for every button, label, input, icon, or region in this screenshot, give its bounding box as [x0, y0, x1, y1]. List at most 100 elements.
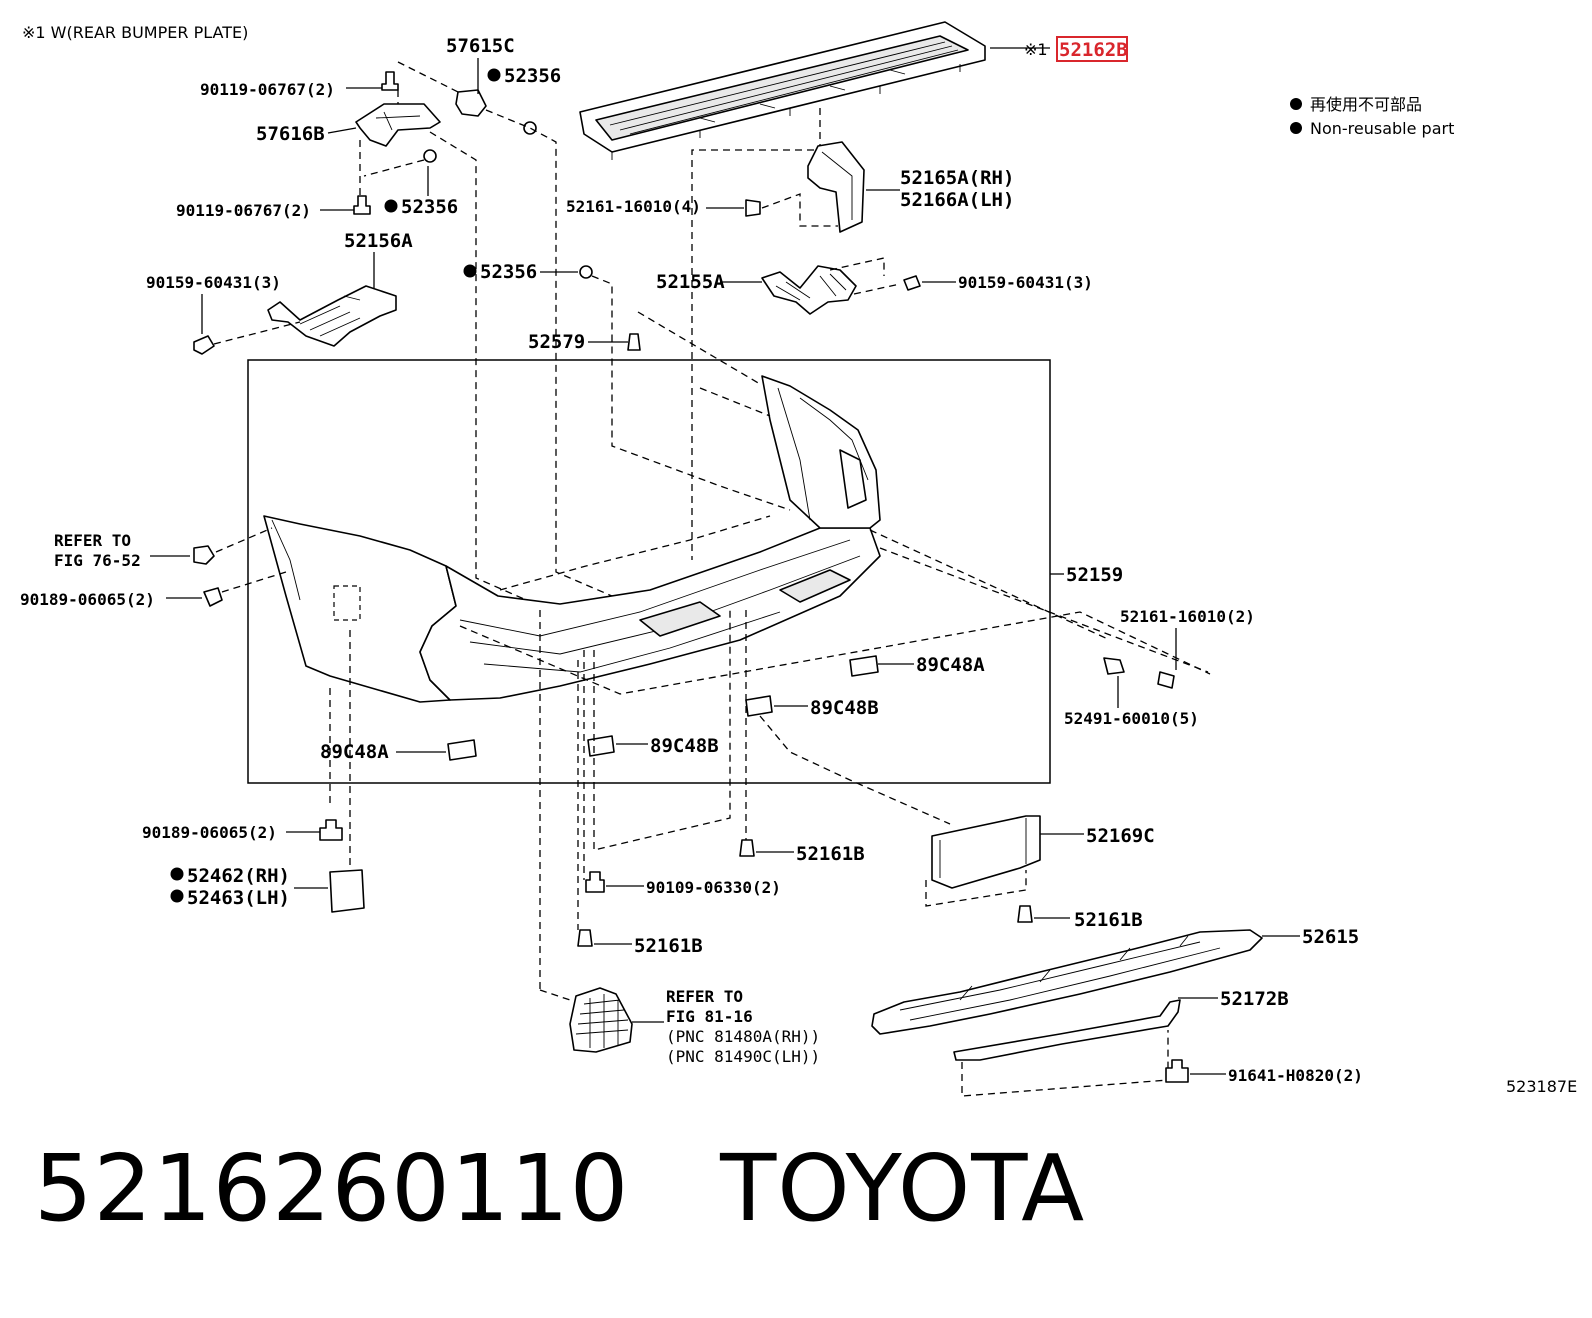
tail-lamp-drawing	[569, 987, 633, 1053]
label-52463: 52463(LH)	[187, 887, 290, 909]
label-90119-a: 90119-06767(2)	[200, 80, 335, 99]
clip-89c48a-left-drawing	[447, 739, 477, 761]
clip-52356-icon	[423, 149, 437, 163]
bolt-91641-drawing	[1165, 1059, 1189, 1083]
dashed-guide	[215, 527, 273, 553]
clip-90189-a-drawing	[203, 587, 223, 607]
label-52462: 52462(RH)	[187, 865, 290, 887]
screw-90159-a-drawing	[193, 335, 215, 355]
screw-52161-b-drawing	[1157, 671, 1175, 689]
label-52156a: 52156A	[344, 230, 413, 252]
footer-brand: TOYOTA	[720, 1135, 1086, 1242]
bracket-52165a-drawing	[807, 141, 865, 233]
label-90119-b: 90119-06767(2)	[176, 201, 311, 220]
label-52172b: 52172B	[1220, 988, 1289, 1010]
screw-90119-a-drawing	[381, 71, 399, 91]
refer-81-16-line3: (PNC 81480A(RH))	[666, 1027, 820, 1046]
label-52356-b: 52356	[401, 196, 458, 218]
clip-89c48b-right-drawing	[745, 695, 773, 717]
label-52155a: 52155A	[656, 271, 725, 293]
label-89c48a-b: 89C48A	[320, 741, 389, 763]
dashed-guide	[637, 311, 761, 385]
reinforcement-52615-drawing	[871, 929, 1263, 1035]
label-52491: 52491-60010(5)	[1064, 709, 1199, 728]
refer-81-16-line1: REFER TO	[666, 987, 743, 1006]
dashed-guide	[699, 387, 771, 417]
screw-52491-drawing	[1103, 657, 1125, 675]
label-90189-b: 90189-06065(2)	[142, 823, 277, 842]
label-52356-a: 52356	[504, 65, 561, 87]
refer-76-52-line1: REFER TO	[54, 531, 131, 550]
bracket-52156a-drawing	[267, 285, 397, 347]
dashed-guide	[485, 109, 641, 609]
label-90159-b: 90159-60431(3)	[958, 273, 1093, 292]
footer-part-number: 5216260110	[34, 1135, 630, 1242]
leader-line	[327, 127, 357, 134]
footer-title: 5216260110 TOYOTA	[34, 1138, 1085, 1239]
dashed-guide	[539, 989, 571, 1001]
refer-81-16-line4: (PNC 81490C(LH))	[666, 1047, 820, 1066]
bracket-57615c-drawing	[455, 89, 487, 117]
label-57616b: 57616B	[256, 123, 325, 145]
dashed-guide	[759, 715, 951, 825]
legend-dot-icon	[1290, 98, 1302, 110]
label-52161b-b: 52161B	[1074, 909, 1143, 931]
bumper-assembly-frame	[247, 359, 1051, 784]
non-reusable-dot-icon	[170, 889, 184, 903]
bracket-52155a-drawing	[761, 265, 857, 315]
header-note: ※1 W(REAR BUMPER PLATE)	[22, 23, 248, 42]
screw-52161-a-drawing	[745, 199, 761, 217]
label-57615c: 57615C	[446, 35, 515, 57]
label-90189-a: 90189-06065(2)	[20, 590, 155, 609]
label-52356-c: 52356	[480, 261, 537, 283]
label-52159: 52159	[1066, 564, 1123, 586]
clip-89c48b-left-drawing	[587, 735, 615, 757]
label-89c48a-a: 89C48A	[916, 654, 985, 676]
clip-89c48a-right-drawing	[849, 655, 879, 677]
clip-52356-icon	[523, 121, 537, 135]
clip-refer-76-52-drawing	[193, 545, 215, 565]
clip-52161b-c-drawing	[577, 929, 593, 947]
clip-52356-icon	[579, 265, 593, 279]
clip-90189-b-drawing	[319, 819, 343, 841]
dashed-guide	[591, 275, 791, 511]
dashed-guide	[397, 61, 459, 108]
highlight-box	[1056, 36, 1128, 62]
label-52161b-c: 52161B	[634, 935, 703, 957]
non-reusable-dot-icon	[463, 264, 477, 278]
label-91641: 91641-H0820(2)	[1228, 1066, 1363, 1085]
legend: 再使用不可部品 Non-reusable part	[1290, 95, 1454, 138]
legend-dot-icon	[1290, 122, 1302, 134]
legend-english: Non-reusable part	[1310, 119, 1454, 138]
non-reusable-dot-icon	[487, 68, 501, 82]
label-89c48b-b: 89C48B	[650, 735, 719, 757]
dashed-guide	[593, 610, 731, 851]
label-52161-a: 52161-16010(4)	[566, 197, 701, 216]
dashed-guide	[213, 321, 301, 345]
label-52615: 52615	[1302, 926, 1359, 948]
legend-japanese: 再使用不可部品	[1310, 95, 1422, 114]
label-52165a: 52165A(RH)	[900, 167, 1014, 189]
rear-bumper-cover-drawing	[263, 375, 881, 703]
dashed-guide	[961, 1030, 1169, 1097]
dashed-guide	[879, 547, 1209, 673]
cover-52169c-drawing	[931, 815, 1041, 889]
dashed-guide	[761, 193, 838, 227]
highlight-prefix: ※1	[1024, 40, 1048, 59]
screw-90119-b-drawing	[353, 195, 371, 215]
label-90109: 90109-06330(2)	[646, 878, 781, 897]
refer-81-16-line2: FIG 81-16	[666, 1007, 753, 1026]
bracket-57616b-drawing	[355, 103, 441, 147]
dashed-guide	[829, 257, 901, 295]
clip-52161b-a-drawing	[739, 839, 755, 857]
clip-52579-icon	[627, 333, 641, 351]
refer-76-52-line2: FIG 76-52	[54, 551, 141, 570]
non-reusable-dot-icon	[170, 867, 184, 881]
label-90159-a: 90159-60431(3)	[146, 273, 281, 292]
label-52166a: 52166A(LH)	[900, 189, 1014, 211]
pad-52462-drawing	[329, 869, 365, 913]
dashed-guide	[691, 108, 821, 560]
strip-52172b-drawing	[953, 999, 1181, 1061]
non-reusable-dot-icon	[384, 199, 398, 213]
highlighted-part-number: 52162B	[1059, 39, 1128, 61]
